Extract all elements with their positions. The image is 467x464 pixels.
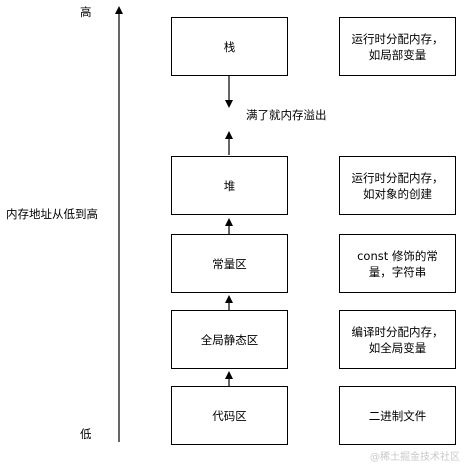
overflow-label: 满了就内存溢出 bbox=[246, 108, 327, 122]
constant-box: 常量区 bbox=[171, 234, 288, 293]
code-label: 代码区 bbox=[212, 408, 247, 423]
global-static-description: 编译时分配内存，如全局变量 bbox=[351, 324, 444, 355]
heap-description-box: 运行时分配内存，如对象的创建 bbox=[339, 156, 456, 215]
global-static-box: 全局静态区 bbox=[171, 310, 288, 369]
code-description: 二进制文件 bbox=[368, 408, 427, 423]
watermark: @稀土掘金技术社区 bbox=[370, 452, 460, 463]
heap-label: 堆 bbox=[223, 178, 236, 193]
axis-direction-label: 内存地址从低到高 bbox=[6, 207, 98, 221]
heap-description: 运行时分配内存，如对象的创建 bbox=[351, 170, 444, 201]
code-description-box: 二进制文件 bbox=[339, 386, 456, 445]
stack-description-box: 运行时分配内存，如局部变量 bbox=[339, 17, 456, 76]
constant-description: const 修饰的常量，字符串 bbox=[357, 248, 438, 279]
stack-description: 运行时分配内存，如局部变量 bbox=[351, 31, 444, 62]
stack-label: 栈 bbox=[223, 39, 236, 54]
global-static-label: 全局静态区 bbox=[200, 332, 259, 347]
constant-label: 常量区 bbox=[212, 256, 247, 271]
constant-description-box: const 修饰的常量，字符串 bbox=[339, 234, 456, 293]
axis-low-label: 低 bbox=[80, 427, 92, 441]
global-static-description-box: 编译时分配内存，如全局变量 bbox=[339, 310, 456, 369]
heap-box: 堆 bbox=[171, 156, 288, 215]
code-box: 代码区 bbox=[171, 386, 288, 445]
stack-box: 栈 bbox=[171, 17, 288, 76]
axis-high-label: 高 bbox=[80, 5, 92, 19]
